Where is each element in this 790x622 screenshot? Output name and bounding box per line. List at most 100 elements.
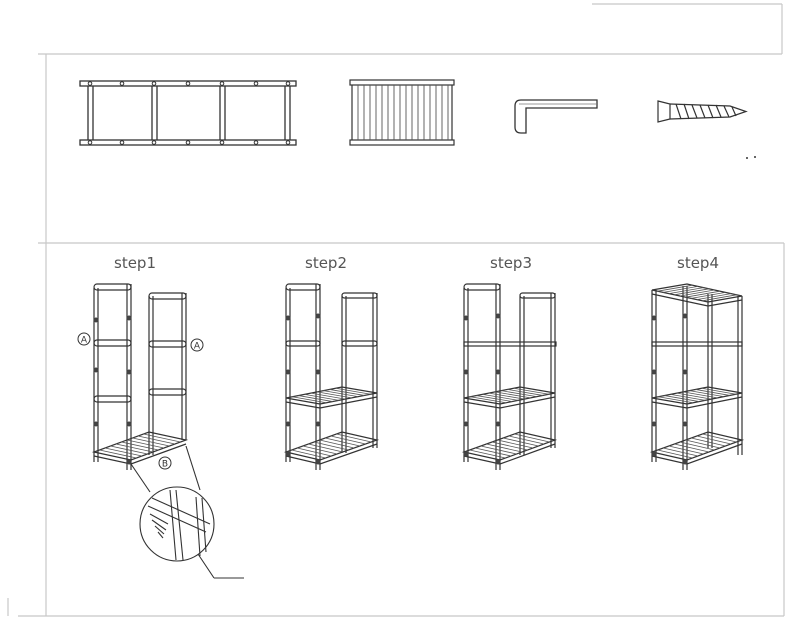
shelf-slat <box>657 284 693 292</box>
shelf-slat <box>491 441 528 451</box>
shelf-slat <box>121 441 159 451</box>
small-marks <box>746 156 756 159</box>
zoom-detail <box>130 445 244 579</box>
shelf-slat <box>668 287 704 294</box>
shelf-slat <box>304 393 340 401</box>
step1-shelf-slats <box>99 433 181 459</box>
shelf-slat <box>689 390 724 398</box>
shelf-slat <box>486 443 523 453</box>
shelf-slat <box>685 290 721 298</box>
shelf-slat <box>702 433 737 443</box>
step3-figure <box>461 283 558 470</box>
shelf-panel-part <box>349 79 455 146</box>
side-frame-part <box>79 80 297 146</box>
svg-text:A: A <box>194 342 201 352</box>
shelf-slat <box>674 443 710 453</box>
side-frame-holes <box>87 81 291 145</box>
shelf-slat <box>701 387 736 395</box>
shelf-slat <box>476 395 513 402</box>
shelf-slat <box>668 445 704 455</box>
step3-label: step3 <box>490 254 532 272</box>
step2-joints <box>285 313 321 465</box>
shelf-slat <box>302 445 338 455</box>
shelf-slat <box>507 389 543 396</box>
callout-a-right: A <box>190 338 204 352</box>
shelf-slat <box>323 390 359 398</box>
step1-label: step1 <box>114 254 156 272</box>
shelf-slat <box>308 443 343 453</box>
shelf-slat <box>110 445 148 455</box>
shelf-slat <box>330 435 366 445</box>
shelf-slat <box>513 387 549 395</box>
shelf-slat <box>126 439 165 449</box>
shelf-slat <box>497 439 534 449</box>
shelf-slat <box>317 391 352 399</box>
shelf-slat <box>329 389 365 396</box>
step1-joints <box>93 315 132 465</box>
shelf-slat <box>685 439 721 449</box>
step2-label: step2 <box>305 254 347 272</box>
step4-label: step4 <box>677 254 719 272</box>
callout-a-left: A <box>77 332 91 346</box>
shelf-slat <box>475 447 512 457</box>
shelf-slat <box>508 435 545 445</box>
shelf-slat <box>297 447 332 457</box>
shelf-slat <box>469 449 506 459</box>
step3-joints <box>463 313 501 465</box>
page-frame <box>7 3 785 617</box>
step4-shelf-slats <box>657 284 737 459</box>
shelf-slat <box>691 292 726 299</box>
shelf-slat <box>482 393 519 401</box>
step1-figure <box>91 283 189 470</box>
shelf-slat <box>501 390 537 398</box>
step2-figure <box>283 283 380 470</box>
step3-shelf-slats <box>469 387 550 459</box>
shelf-slat <box>702 294 737 302</box>
shelf-slat <box>683 391 718 399</box>
shelf-slats <box>357 85 449 140</box>
screw-icon <box>657 100 748 123</box>
shelf-slat <box>670 393 706 401</box>
shelf-slat <box>336 433 372 443</box>
shelf-slat <box>691 437 726 447</box>
shelf-slat <box>310 392 346 400</box>
shelf-slat <box>470 396 507 404</box>
shelf-slat <box>696 435 732 445</box>
shelf-slat <box>658 396 694 404</box>
step2-shelf-slats <box>291 387 372 459</box>
shelf-slat <box>132 437 170 447</box>
shelf-slat <box>137 435 176 445</box>
shelf-slat <box>298 395 333 402</box>
shelf-slat <box>695 389 730 396</box>
shelf-slat <box>115 443 154 453</box>
shelf-slat <box>664 395 700 402</box>
svg-text:A: A <box>81 336 88 346</box>
allen-key-icon <box>514 99 598 134</box>
shelf-slat <box>488 392 525 400</box>
shelf-slat <box>514 433 550 443</box>
shelf-slat <box>663 447 699 457</box>
shelf-slat <box>325 437 360 447</box>
shelf-slat <box>676 392 712 400</box>
shelf-slat <box>292 396 327 404</box>
shelf-slat <box>99 449 137 459</box>
shelf-slat <box>679 441 715 451</box>
step4-figure <box>649 283 745 470</box>
shelf-slat <box>313 441 349 451</box>
shelf-slat <box>143 433 181 443</box>
step4-joints <box>651 313 688 465</box>
shelf-slat <box>503 437 539 447</box>
svg-text:B: B <box>162 460 168 470</box>
shelf-slat <box>663 286 699 293</box>
shelf-slat <box>319 439 355 449</box>
shelf-slat <box>657 449 693 459</box>
shelf-slat <box>495 391 531 399</box>
callout-b: B <box>158 456 172 470</box>
shelf-slat <box>104 447 143 457</box>
shelf-slat <box>480 445 517 455</box>
shelf-slat <box>679 289 715 297</box>
shelf-slat <box>696 293 732 300</box>
shelf-slat <box>291 449 326 459</box>
shelf-slat <box>674 288 710 296</box>
